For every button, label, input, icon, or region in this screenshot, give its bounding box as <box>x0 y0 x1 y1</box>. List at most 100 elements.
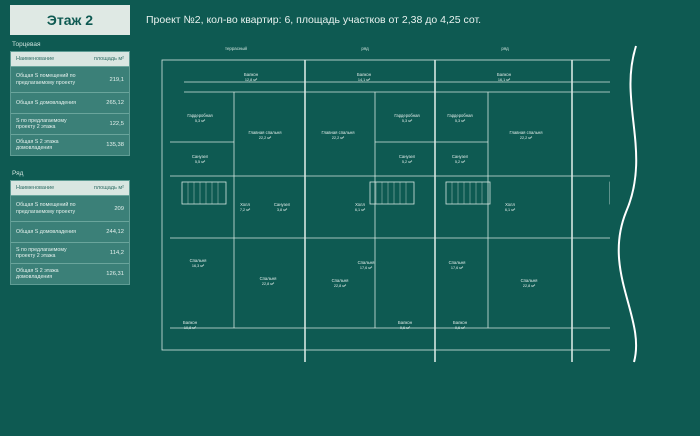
section-label: Ряд <box>12 170 24 177</box>
room-area: 5,3 м² <box>402 119 413 123</box>
room-name: Спальня <box>332 278 349 283</box>
room-area: 22,8 м² <box>262 282 275 286</box>
room-area: 22,8 м² <box>523 284 536 288</box>
row-value: 219,1 <box>109 76 124 83</box>
staircase <box>181 181 227 205</box>
room-name: Санузел <box>452 154 469 159</box>
room-name: Балкон <box>497 72 512 77</box>
table-row: Общая S помещений по предлагаемому проек… <box>11 66 129 92</box>
table-row: Общая S 2 этажа домовладения 135,38 <box>11 134 129 155</box>
col-name-header: Наименование <box>16 185 55 191</box>
row-label: Общая S 2 этажа домовладения <box>16 138 59 152</box>
page-title: Проект №2, кол-во квартир: 6, площадь уч… <box>146 14 482 26</box>
room-area: 9,6 м² <box>455 326 466 330</box>
staircase <box>369 181 415 205</box>
area-table: Наименование площадь м² Общая S помещени… <box>10 180 130 285</box>
room-name: Спальня <box>260 276 277 281</box>
floor-plan: террасный ряд ряд Балкон 12,8 м² Балкон … <box>161 42 660 364</box>
section-label: Торцевая <box>12 41 41 48</box>
row-value: 209 <box>114 205 124 212</box>
room-area: 17,6 м² <box>451 266 464 270</box>
room-name: Санузел <box>274 202 291 207</box>
room-area: 22,2 м² <box>259 136 272 140</box>
row-value: 122,5 <box>109 121 124 127</box>
room-name: Спальня <box>449 260 466 265</box>
row-label: S по предлагаемому проекту 2 этажа <box>16 117 67 131</box>
room-name: Балкон <box>183 320 198 325</box>
section-cut-line <box>617 45 638 363</box>
table-row: S по предлагаемому проекту 2 этажа 122,5 <box>11 113 129 134</box>
row-label: Общая S помещений по предлагаемому проек… <box>16 202 76 215</box>
room-area: 22,8 м² <box>334 284 347 288</box>
row-label: Общая S 2 этажа домовладения <box>16 267 59 281</box>
row-value: 244,12 <box>106 229 124 235</box>
cut-mask <box>610 42 660 364</box>
table-row: S по предлагаемому проекту 2 этажа 114,2 <box>11 242 129 263</box>
table-header: Наименование площадь м² <box>11 181 129 195</box>
room-name: Балкон <box>244 72 259 77</box>
room-name: Балкон <box>357 72 372 77</box>
col-area-header: площадь м² <box>93 185 124 191</box>
room-area: 12,8 м² <box>245 78 258 82</box>
room-area: 5,5 м² <box>195 160 206 164</box>
room-name: Гардеробная <box>447 113 472 118</box>
room-name: Гардеробная <box>187 113 212 118</box>
row-value: 135,38 <box>106 142 124 148</box>
room-area: 22,2 м² <box>332 136 345 140</box>
room-area: 6,1 м² <box>505 208 516 212</box>
col-name-header: Наименование <box>16 56 55 62</box>
staircase <box>445 181 491 205</box>
room-name: Балкон <box>453 320 468 325</box>
table-row: Общая S помещений по предлагаемому проек… <box>11 195 129 221</box>
room-area: 9,6 м² <box>400 326 411 330</box>
room-area: 6,1 м² <box>355 208 366 212</box>
room-area: 16,3 м² <box>192 264 205 268</box>
row-label: Общая S домовладения <box>16 99 76 106</box>
floor-title: Этаж 2 <box>46 12 94 28</box>
room-name: Главная спальня <box>510 130 543 135</box>
terrace-labels: террасный ряд ряд <box>225 46 509 51</box>
room-name: Спальня <box>521 278 538 283</box>
room-area: 17,6 м² <box>360 266 373 270</box>
room-area: 16,1 м² <box>498 78 511 82</box>
row-label: Общая S домовладения <box>16 228 76 235</box>
row-label: Общая S помещений по предлагаемому проек… <box>16 73 76 86</box>
table-row: Общая S домовладения 265,12 <box>11 92 129 113</box>
room-area: 5,3 м² <box>455 119 466 123</box>
row-label: S по предлагаемому проекту 2 этажа <box>16 246 67 260</box>
room-name: Санузел <box>399 154 416 159</box>
table-header: Наименование площадь м² <box>11 52 129 66</box>
terrace-label: ряд <box>501 46 509 51</box>
room-name: Холл <box>505 202 515 207</box>
terrace-label: ряд <box>361 46 369 51</box>
room-area: 5,2 м² <box>455 160 466 164</box>
room-name: Главная спальня <box>322 130 355 135</box>
table-row: Общая S 2 этажа домовладения 126,31 <box>11 263 129 284</box>
section-end-unit: Торцевая Наименование площадь м² Общая S… <box>10 41 130 156</box>
room-area: 3,8 м² <box>277 208 288 212</box>
room-name: Гардеробная <box>394 113 419 118</box>
room-name: Спальня <box>358 260 375 265</box>
stair-treads <box>187 182 483 204</box>
row-value: 114,2 <box>109 250 124 256</box>
room-name: Санузел <box>192 154 209 159</box>
room-area: 14,1 м² <box>358 78 371 82</box>
room-name: Балкон <box>398 320 413 325</box>
col-area-header: площадь м² <box>93 56 124 62</box>
terrace-label: террасный <box>225 46 248 51</box>
room-area: 7,2 м² <box>240 208 251 212</box>
room-area: 22,2 м² <box>520 136 533 140</box>
room-name: Холл <box>355 202 365 207</box>
room-area: 5,3 м² <box>195 119 206 123</box>
section-row-unit: Ряд Наименование площадь м² Общая S поме… <box>10 170 130 285</box>
room-name: Главная спальня <box>249 130 282 135</box>
row-value: 126,31 <box>106 271 124 277</box>
room-labels: Балкон 12,8 м² Балкон 14,1 м² Балкон 16,… <box>183 72 543 330</box>
plan-walls <box>161 59 635 362</box>
floor-tab[interactable]: Этаж 2 <box>10 5 130 35</box>
table-row: Общая S домовладения 244,12 <box>11 221 129 242</box>
room-area: 10,8 м² <box>184 326 197 330</box>
area-table: Наименование площадь м² Общая S помещени… <box>10 51 130 156</box>
row-value: 265,12 <box>106 100 124 106</box>
room-name: Спальня <box>190 258 207 263</box>
